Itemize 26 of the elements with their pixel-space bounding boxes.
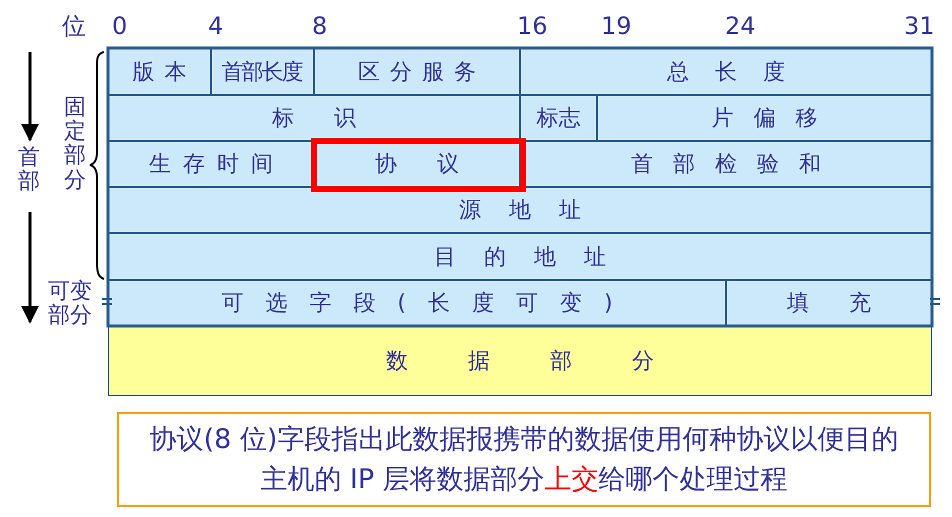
field-cell: 版本 — [108, 48, 211, 95]
field-cell: 协议 — [314, 141, 520, 187]
field-cell: 填充 — [726, 280, 932, 326]
bit-number: 16 — [517, 14, 548, 38]
field-cell: 目的地址 — [108, 233, 932, 280]
fixed-part-label: 固定部分 — [64, 96, 86, 193]
field-cell: 标识 — [108, 95, 520, 141]
field-cell: 源地址 — [108, 187, 932, 233]
bit-number: 31 — [904, 14, 935, 38]
field-cell: 标志 — [520, 95, 598, 141]
bit-number: 24 — [725, 14, 756, 38]
field-cell: 首部长度 — [211, 48, 314, 95]
field-cell: 总长度 — [520, 48, 932, 95]
unit-label: 位 — [62, 14, 86, 38]
data-part-cell: 数据部分 — [108, 326, 932, 396]
note-text: 协议(8 位)字段指出此数据报携带的数据使用何种协议以便目的主机的 IP 层将数据部分上交给哪个处理过程 — [148, 423, 900, 496]
field-cell: 片偏移 — [597, 95, 932, 141]
note-box — [117, 412, 931, 507]
field-cell: 可选字段(长度可变) — [108, 280, 726, 326]
bit-number: 19 — [601, 14, 632, 38]
bit-number: 8 — [312, 14, 328, 38]
bit-number: 0 — [112, 14, 128, 38]
field-cell: 生存时间 — [108, 141, 314, 187]
field-cell: 区分服务 — [314, 48, 520, 95]
bit-number: 4 — [208, 14, 224, 38]
variable-part-label: 可变部分 — [48, 280, 92, 328]
